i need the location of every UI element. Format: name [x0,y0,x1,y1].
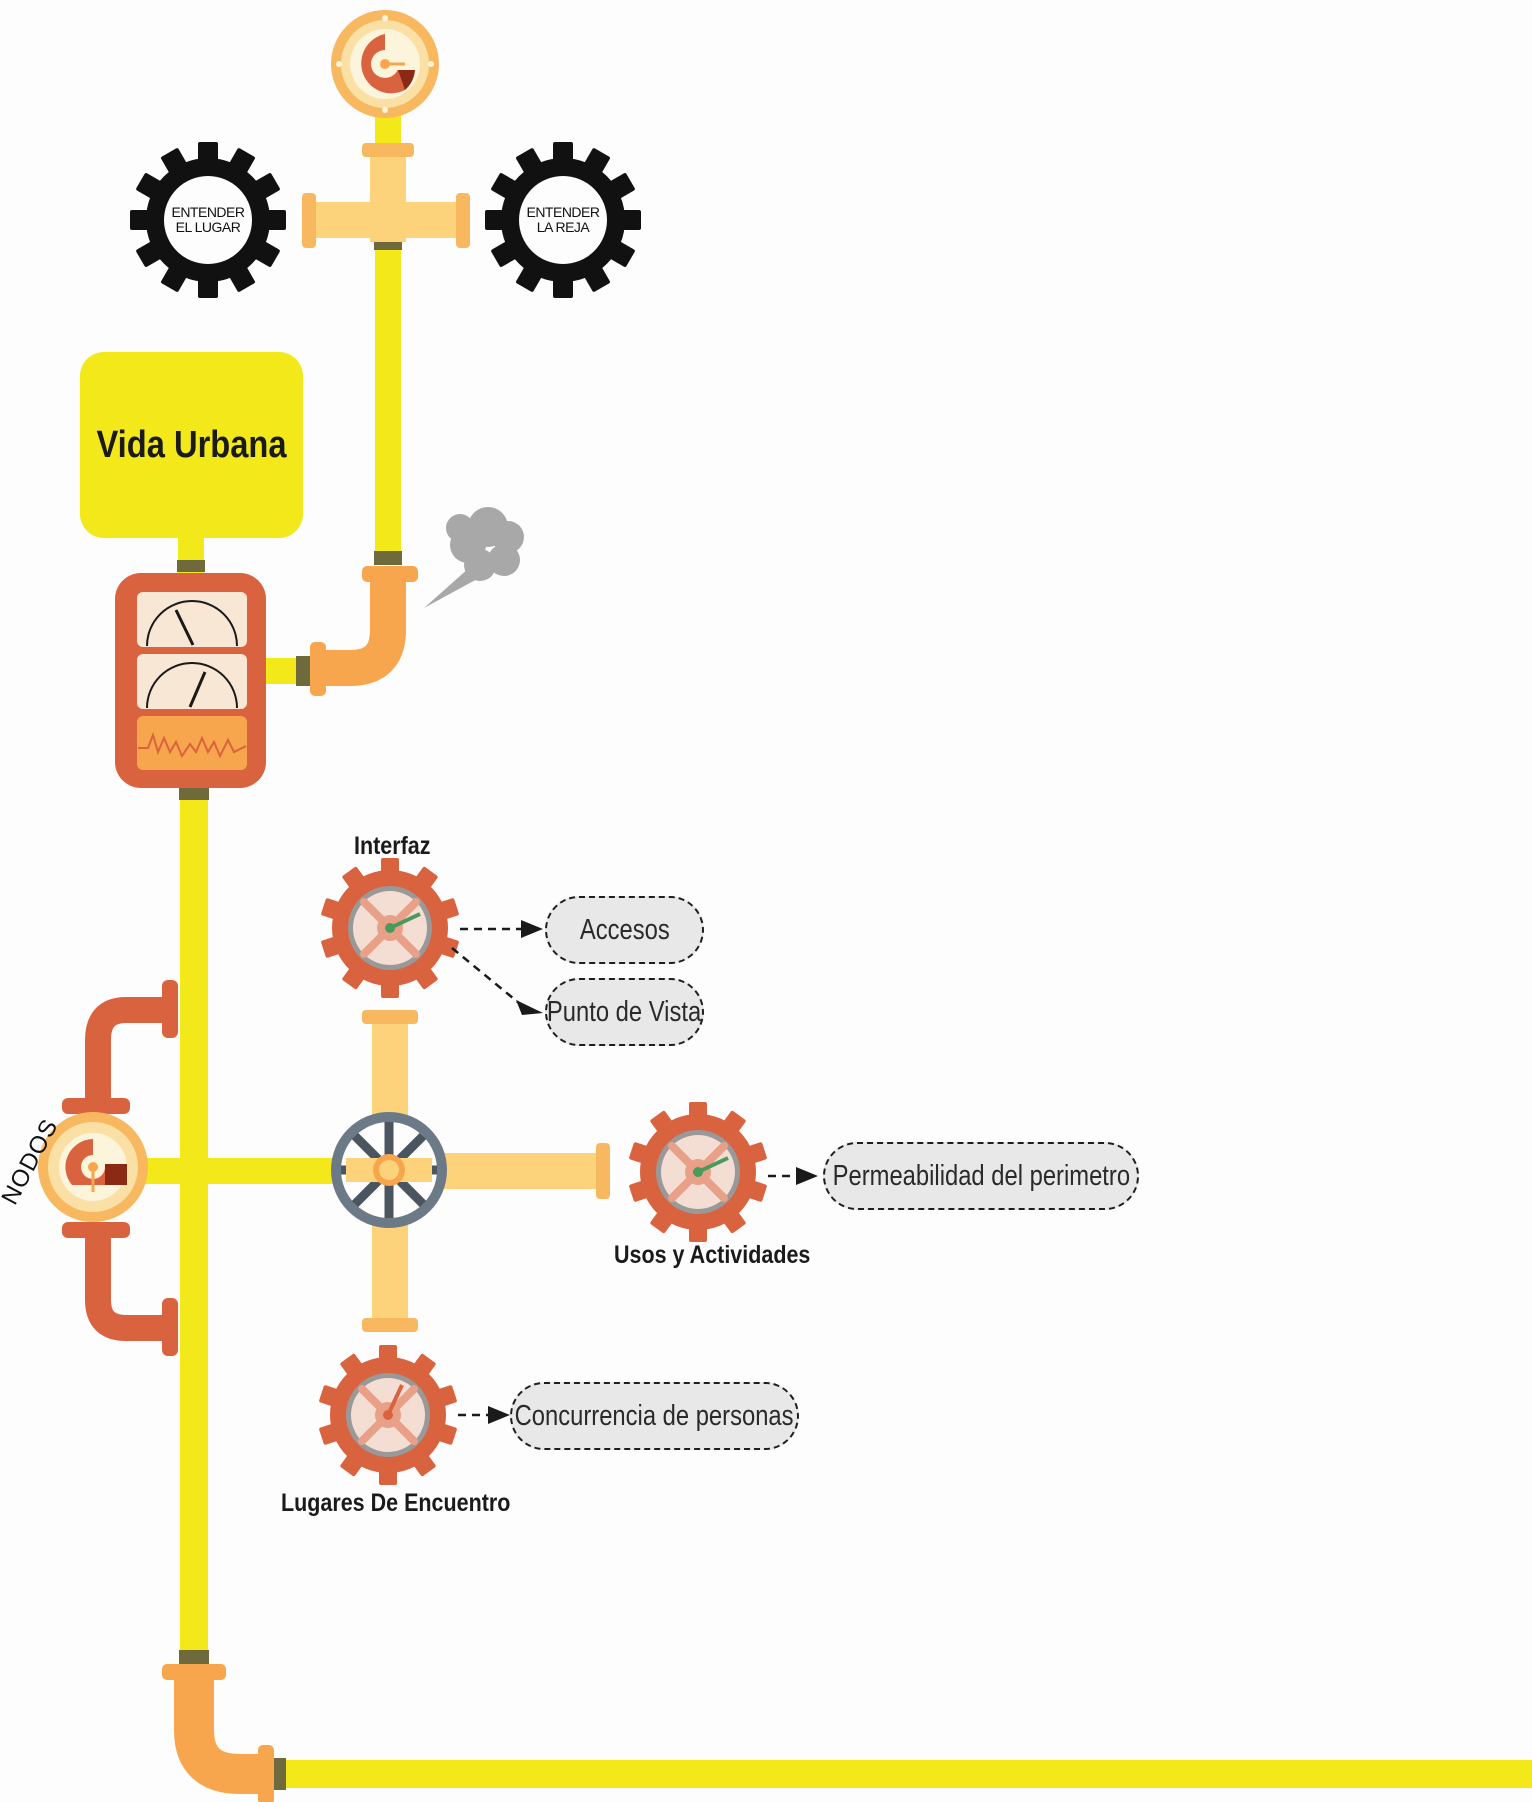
gauge-lugares-icon [319,1345,457,1485]
callout-punto-vista-text: Punto de Vista [547,995,702,1028]
upper-elbow-pipe [310,566,418,696]
callout-permeabilidad: Permeabilidad del perimetro [823,1142,1139,1210]
gear-entender-lugar-text: ENTENDER EL LUGAR [153,205,263,235]
gauge-usos-icon [629,1102,767,1242]
gear-entender-lugar-line-2: EL LUGAR [175,219,241,235]
callout-punto-vista: Punto de Vista [545,978,704,1046]
gear-entender-reja-icon [485,142,641,298]
valve-wheel-icon[interactable] [331,1112,447,1228]
steam-puff-icon [424,507,524,608]
label-interfaz: Interfaz [354,832,431,860]
callout-concurrencia-text: Concurrencia de personas [515,1399,794,1432]
top-pressure-gauge [331,10,439,118]
vida-urbana-box: Vida Urbana [80,352,303,538]
callout-accesos-text: Accesos [579,913,670,946]
nodos-gauge [38,1112,148,1222]
gear-entender-reja-text: ENTENDER LA REJA [508,205,618,235]
gear-entender-reja-line-2: LA REJA [536,219,590,235]
callout-concurrencia: Concurrencia de personas [510,1382,799,1450]
meter-box [115,573,266,788]
label-lugares-encuentro: Lugares De Encuentro [281,1489,511,1517]
bottom-elbow-pipe [162,1664,274,1802]
gear-entender-lugar-line-1: ENTENDER [171,204,245,220]
nodos-loop-pipes [62,980,178,1356]
arrow-heads [488,920,818,1424]
top-t-junction [302,143,470,248]
callout-accesos: Accesos [545,896,704,964]
gear-entender-reja-line-1: ENTENDER [526,204,600,220]
gauge-interfaz-icon [321,858,459,998]
gear-entender-lugar-icon [130,142,286,298]
callout-permeabilidad-text: Permeabilidad del perimetro [832,1159,1130,1192]
label-usos-actividades: Usos y Actividades [614,1241,811,1269]
dashed-arrows [451,927,798,1417]
vida-urbana-title: Vida Urbana [96,423,287,466]
